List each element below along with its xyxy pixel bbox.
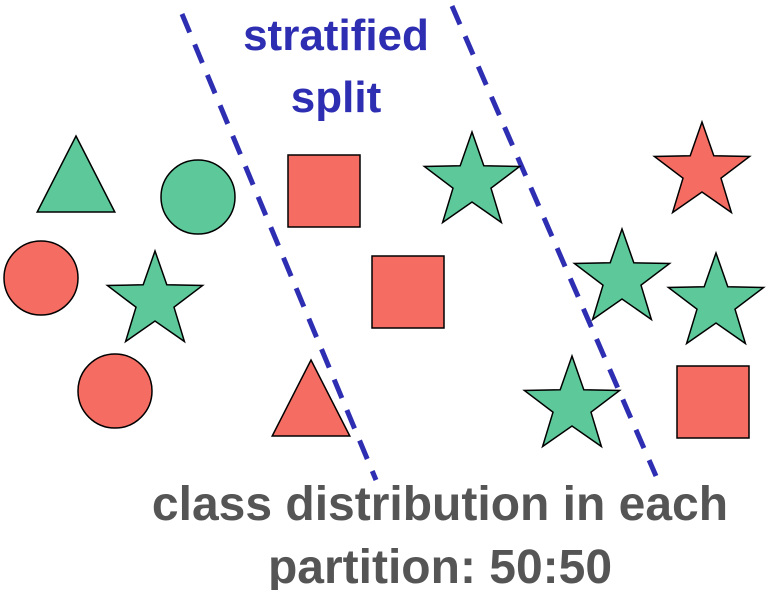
middle-red-square-1 [287,154,361,228]
left-red-circle-5 [77,353,153,429]
split-lines [179,5,659,481]
split-line-left [179,13,379,481]
right-green-star-2 [572,226,672,322]
right-green-star-5 [522,353,622,449]
left-green-triangle-1 [35,134,117,213]
title-line-1: stratified [243,11,429,60]
middle-red-triangle-4 [270,358,352,437]
split-line-right [449,5,659,477]
shape-layer [3,119,766,449]
right-red-star-1 [652,119,752,215]
right-green-star-3 [666,250,766,346]
middle-green-star-2 [422,129,522,225]
caption-line-1: class distribution in each [152,478,728,531]
title-line-2: split [291,73,382,122]
left-green-star-4 [105,248,205,344]
caption-line-2: partition: 50:50 [268,541,612,590]
left-red-circle-3 [3,240,79,316]
middle-red-square-3 [371,255,445,329]
left-green-circle-2 [160,159,236,235]
right-red-square-4 [676,365,750,439]
